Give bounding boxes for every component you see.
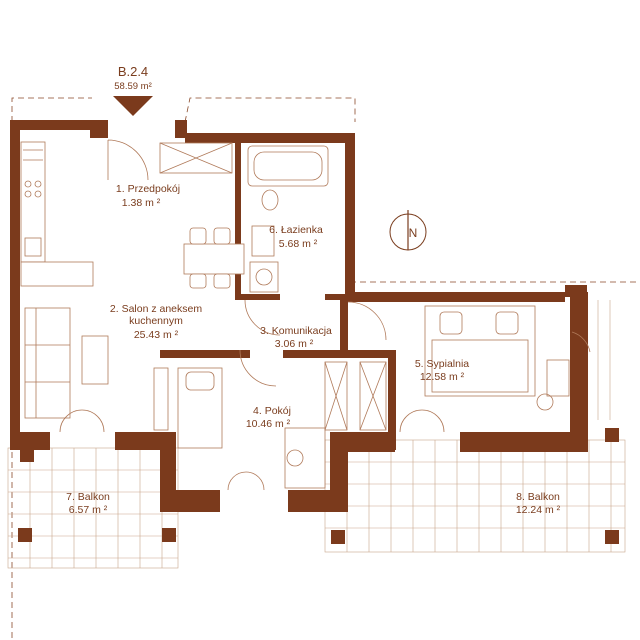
entrance-arrow-icon [113,96,153,116]
desk-room4 [284,427,326,489]
bed-room4 [177,367,223,449]
sofa [24,307,71,419]
room-area: 1.38 m ² [122,197,161,209]
room-area: 3.06 m ² [275,338,314,350]
room-name: 5. Sypialnia [415,358,469,370]
room-area: 25.43 m ² [134,329,179,341]
bathroom-fixtures [249,189,279,293]
compass-letter: N [409,226,418,240]
room-label-6: 6. Łazienka 5.68 m ² [269,224,323,250]
room-name: 3. Komunikacja [260,325,332,337]
entrance-marker: B.2.4 58.59 m² [113,64,153,116]
coffee-table [81,335,109,385]
wardrobe-hall [159,142,233,174]
dining-table [183,227,245,289]
balcony-left [7,447,179,569]
room-label-7: 7. Balkon 6.57 m ² [66,491,110,516]
wardrobe-room4 [324,361,387,431]
room-label-8: 8. Balkon 12.24 m ² [516,491,561,516]
room-name: 7. Balkon [66,491,110,503]
room-name: 2. Salon z aneksem [110,303,202,315]
room-area: 12.58 m ² [420,371,465,383]
bathtub [247,145,329,187]
room-area: 5.68 m ² [279,238,318,250]
room-area: 12.24 m ² [516,504,561,516]
room-name: 4. Pokój [253,405,291,417]
room-area: 10.46 m ² [246,418,291,430]
room-name: 1. Przedpokój [116,183,180,195]
dashed-outlines [11,97,640,640]
bed-bedroom [424,305,536,397]
room-label-5: 5. Sypialnia 12.58 m ² [415,358,469,383]
walls [10,120,588,512]
unit-code: B.2.4 [118,64,148,79]
room-area: 6.57 m ² [69,504,108,516]
room-label-1: 1. Przedpokój 1.38 m ² [116,183,180,209]
room-name: 8. Balkon [516,491,560,503]
north-compass-icon: N [389,210,427,251]
room-label-3: 3. Komunikacja 3.06 m ² [260,325,332,350]
kitchen-counter [20,141,94,287]
room-label-4: 4. Pokój 10.46 m ² [246,405,291,430]
bedroom-desk [536,359,570,411]
room-label-2: 2. Salon z aneksem kuchennym 25.43 m ² [110,303,202,341]
room-name-line2: kuchennym [129,315,183,327]
doors [59,139,591,491]
room-name: 6. Łazienka [269,224,323,236]
tv-cabinet [153,367,169,431]
unit-area: 58.59 m² [114,81,152,92]
